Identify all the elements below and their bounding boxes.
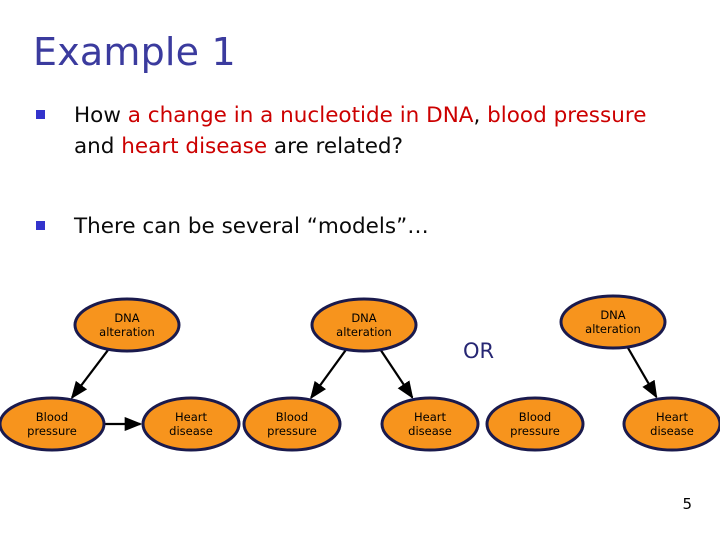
diagram-svg — [0, 294, 720, 452]
diagram-nodes — [0, 294, 720, 452]
diagram-node-m1-dna[interactable] — [73, 297, 181, 353]
page-title: Example 1 — [33, 30, 236, 74]
diagram-node-m3-bp[interactable] — [485, 396, 585, 452]
page-number: 5 — [682, 495, 692, 513]
diagram-node-m3-dna[interactable] — [559, 294, 667, 350]
or-connector-label: OR — [463, 339, 495, 363]
diagram-arrow — [310, 348, 348, 400]
bullet-1-seg-5: heart disease — [121, 134, 268, 159]
bullet-item-1: How a change in a nucleotide in DNA, blo… — [36, 100, 696, 162]
bullet-item-2: There can be several “models”… — [36, 211, 696, 242]
square-bullet-icon — [36, 221, 45, 230]
bullet-item-1-text: How a change in a nucleotide in DNA, blo… — [74, 100, 654, 162]
diagram-node-m3-hd[interactable] — [622, 396, 720, 452]
diagram-node-m1-hd[interactable] — [141, 396, 241, 452]
bullet-1-seg-0: How — [74, 103, 128, 128]
bullet-1-seg-1: a change in a nucleotide in DNA — [127, 103, 474, 128]
diagram-node-m2-hd[interactable] — [380, 396, 480, 452]
square-bullet-icon — [36, 110, 45, 119]
bullet-item-2-text: There can be several “models”… — [74, 214, 429, 239]
diagram-node-m1-bp[interactable] — [0, 396, 106, 452]
diagram-arrow — [626, 346, 658, 399]
bullet-1-seg-2: , — [473, 103, 488, 128]
diagram-edges — [70, 346, 658, 432]
bullet-1-seg-4: and — [74, 134, 122, 159]
diagram-node-m2-bp[interactable] — [242, 396, 342, 452]
diagram-arrow — [379, 349, 414, 399]
diagram-node-m2-dna[interactable] — [310, 297, 418, 353]
diagram-arrow — [70, 348, 110, 400]
bullet-1-seg-3: blood pressure — [487, 103, 647, 128]
bullet-1-seg-6: are related? — [267, 134, 403, 159]
